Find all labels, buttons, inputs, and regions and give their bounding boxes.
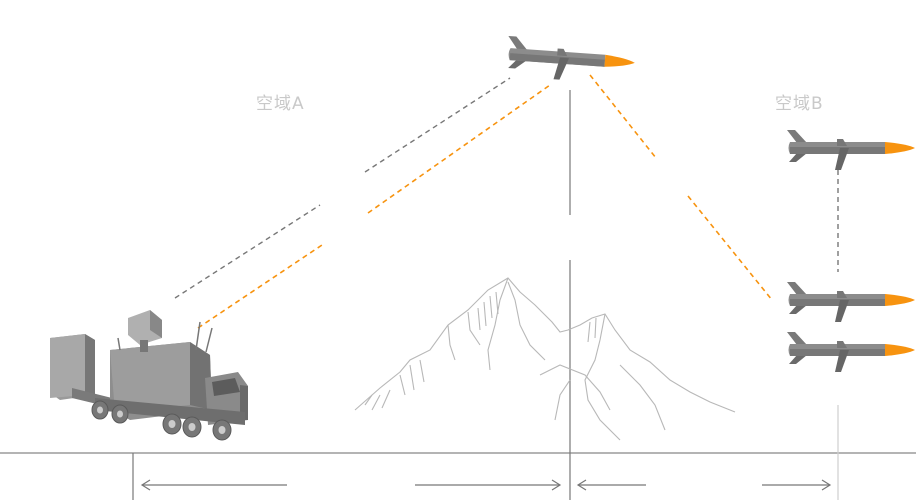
zone-a-label: 空域A <box>256 94 305 114</box>
cruise-missile-icon <box>505 35 637 85</box>
mountain-icon <box>354 277 736 441</box>
sight-line-gray <box>174 77 839 299</box>
distance-arrows <box>140 479 832 491</box>
cruise-missile-icon <box>787 332 915 372</box>
cruise-missile-icon <box>787 130 915 170</box>
cruise-missile-icon <box>787 282 915 322</box>
guidance-line-orange <box>197 74 773 329</box>
zone-b-label: 空域B <box>775 94 824 114</box>
radar-launcher-truck-icon <box>50 310 248 441</box>
distance-ticks <box>132 90 839 500</box>
